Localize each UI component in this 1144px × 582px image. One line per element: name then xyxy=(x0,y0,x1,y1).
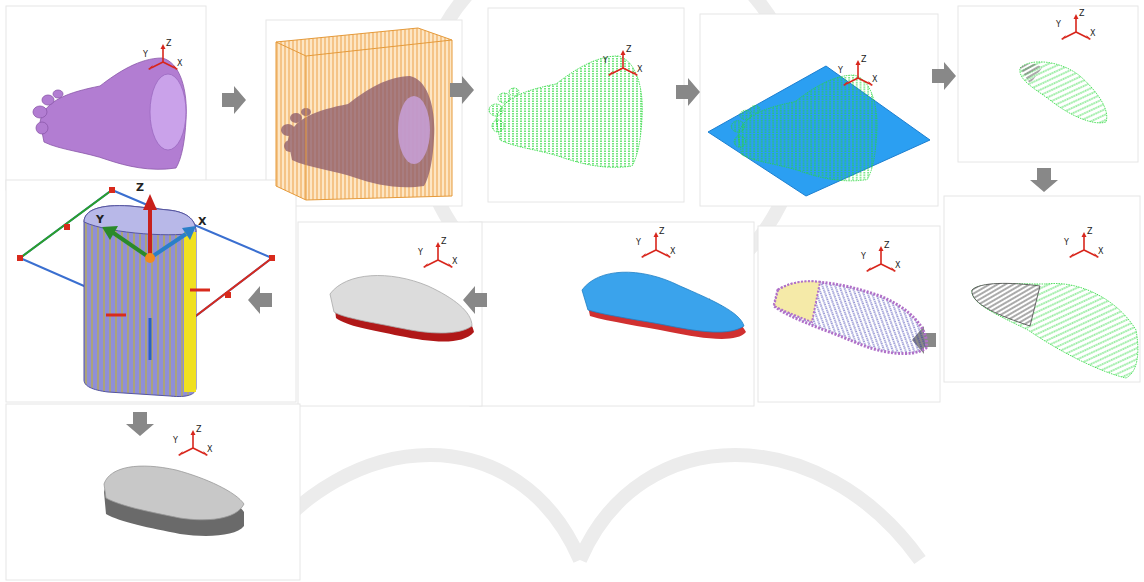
axis-label: X xyxy=(198,216,206,228)
axis-label: Z xyxy=(659,227,664,236)
axis-label: X xyxy=(872,75,877,84)
axis-label: Y xyxy=(1056,20,1061,29)
axis-label: Z xyxy=(861,55,866,64)
axis-label: Z xyxy=(1079,9,1084,18)
axis-label: X xyxy=(895,261,900,270)
axis-label: Z xyxy=(196,425,201,434)
axis-label: Z xyxy=(136,182,144,194)
axis-label: X xyxy=(452,257,457,266)
axis-label: X xyxy=(207,445,212,454)
axis-label: Y xyxy=(418,248,423,257)
axis-label: X xyxy=(637,65,642,74)
axis-label: Y xyxy=(861,252,866,261)
axis-label: Y xyxy=(173,436,178,445)
axis-label: X xyxy=(670,247,675,256)
axis-label: X xyxy=(1098,247,1103,256)
axis-label: X xyxy=(1090,29,1095,38)
axis-label: Y xyxy=(603,56,608,65)
axis-label: Z xyxy=(626,45,631,54)
axis-label: Y xyxy=(143,50,148,59)
axis-label: Z xyxy=(166,39,171,48)
axis-label: Z xyxy=(884,241,889,250)
axis-label: Z xyxy=(441,237,446,246)
axis-label: Y xyxy=(1064,238,1069,247)
axis-label: Y xyxy=(838,66,843,75)
axis-label: X xyxy=(177,59,182,68)
axis-label: Z xyxy=(1087,227,1092,236)
axis-label: Y xyxy=(96,214,104,226)
axis-label: Y xyxy=(636,238,641,247)
